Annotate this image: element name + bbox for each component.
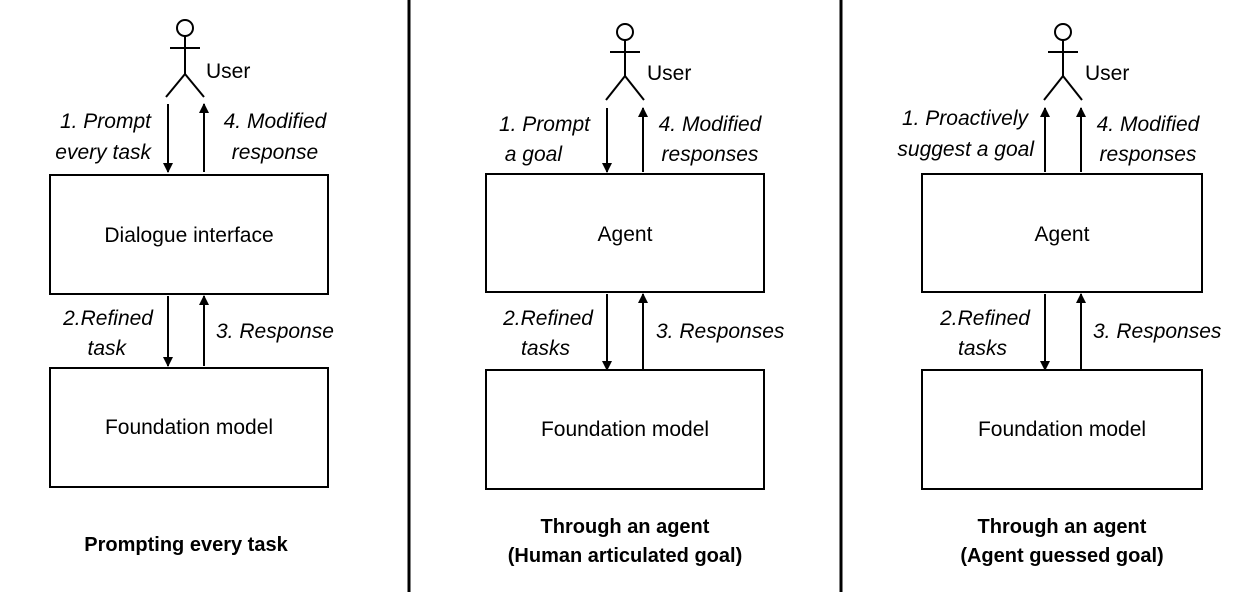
arrow1-label-line1: 1. Prompt	[499, 113, 591, 136]
user-label: User	[1085, 62, 1129, 85]
arrow3-label: 3. Responses	[1093, 320, 1222, 343]
foundation-model-box	[485, 369, 765, 490]
arrow4-label-line1: 4. Modified	[224, 110, 328, 133]
user-stick-figure	[1043, 23, 1083, 101]
agent-box	[921, 173, 1203, 293]
arrow1-label-line2: a goal	[505, 143, 564, 166]
panel-caption-line1: Prompting every task	[84, 534, 288, 556]
panel-human-articulated-goal: User 1. Prompt a goal 4. Modified respon…	[485, 23, 785, 567]
arrow4-label-line1: 4. Modified	[659, 113, 763, 136]
panel-prompting-every-task: User 1. Prompt every task 4. Modified re…	[49, 19, 334, 556]
foundation-model-box	[921, 369, 1203, 490]
top-box-label: Dialogue interface	[104, 224, 273, 247]
user-label: User	[206, 60, 250, 83]
arrow2-label-line2: tasks	[958, 337, 1008, 360]
arrow4-label-line1: 4. Modified	[1097, 113, 1201, 136]
arrow1-label-line2: every task	[55, 141, 152, 164]
panel-caption-line1: Through an agent	[541, 516, 710, 538]
user-label: User	[647, 62, 691, 85]
arrow2-label-line1: 2.Refined	[62, 307, 154, 330]
arrow1-label-line1: 1. Proactively	[902, 107, 1030, 130]
user-stick-figure	[605, 23, 645, 101]
arrow3-label: 3. Responses	[656, 320, 785, 343]
bottom-box-label: Foundation model	[105, 416, 273, 439]
agent-box	[485, 173, 765, 293]
arrow3-label: 3. Response	[216, 320, 334, 343]
top-box-label: Agent	[1035, 223, 1090, 246]
panel-agent-guessed-goal: User 1. Proactively suggest a goal 4. Mo…	[897, 23, 1222, 567]
user-stick-figure	[165, 19, 205, 98]
top-box-label: Agent	[598, 223, 653, 246]
panel-caption-line2: (Human articulated goal)	[508, 545, 742, 567]
dialogue-interface-box	[49, 174, 329, 295]
arrow4-label-line2: responses	[662, 143, 759, 166]
arrow1-label-line1: 1. Prompt	[60, 110, 152, 133]
arrow4-label-line2: responses	[1100, 143, 1197, 166]
arrow2-label-line2: task	[87, 337, 127, 360]
arrow2-label-line2: tasks	[521, 337, 571, 360]
panel-caption-line1: Through an agent	[978, 516, 1147, 538]
foundation-model-box	[49, 367, 329, 488]
arrow2-label-line1: 2.Refined	[939, 307, 1031, 330]
bottom-box-label: Foundation model	[978, 418, 1146, 441]
panel-caption-line2: (Agent guessed goal)	[960, 545, 1163, 567]
arrow1-label-line2: suggest a goal	[897, 138, 1035, 161]
arrow4-label-line2: response	[232, 141, 318, 164]
bottom-box-label: Foundation model	[541, 418, 709, 441]
arrow2-label-line1: 2.Refined	[502, 307, 594, 330]
